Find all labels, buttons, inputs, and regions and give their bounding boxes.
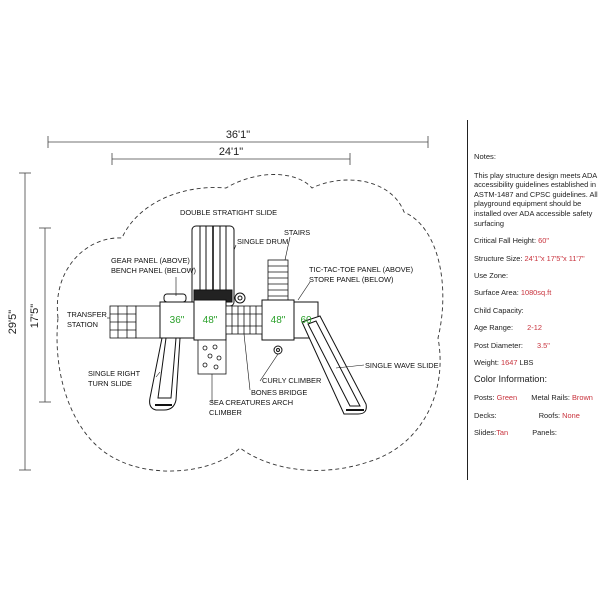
stairs (267, 259, 289, 305)
color-label: Roofs: (538, 410, 561, 420)
color-value: Green (496, 393, 518, 403)
spec-value: 1080sq.ft (520, 288, 552, 298)
notes-text: This play structure design meets ADA acc… (474, 170, 598, 228)
panel-divider (467, 120, 468, 480)
spec-label: Post Diameter: (474, 340, 523, 350)
label-bones-bridge: BONES BRIDGE (251, 388, 307, 397)
color-label: Posts: (474, 393, 495, 403)
color-label: Decks: (474, 410, 497, 420)
label-tic-tac-toe-panel: TIC-TAC-TOE PANEL (ABOVE) (309, 265, 413, 274)
spec-post-diameter: Post Diameter: 3.5" (474, 341, 598, 351)
spec-label: Surface Area: (474, 288, 519, 298)
spec-label: Critical Fall Height: (474, 236, 537, 246)
spec-critical-fall-height: Critical Fall Height: 60" (474, 236, 598, 246)
spec-label: Weight: (474, 357, 499, 367)
color-value: Brown (571, 393, 593, 403)
color-row-slides-panels: Slides:Tan Panels: (474, 428, 598, 438)
spec-value: 60" (538, 236, 549, 246)
spec-unit: LBS (519, 357, 534, 367)
spec-use-zone: Use Zone: (474, 271, 598, 281)
leader-lines (107, 236, 365, 403)
color-information-title: Color Information: (474, 374, 548, 385)
label-single-drum: SINGLE DRUM (237, 237, 288, 246)
spec-structure-size: Structure Size: 24'1"x 17'5"x 11'7" (474, 254, 598, 264)
deck-48-left (193, 299, 227, 341)
spec-value: 24'1"x 17'5"x 11'7" (524, 253, 585, 263)
label-store-panel: STORE PANEL (BELOW) (309, 275, 393, 284)
overall-depth-dimension: 29'5" (7, 310, 19, 334)
color-label: Slides: (474, 428, 497, 438)
spec-child-capacity: Child Capacity: (474, 306, 598, 316)
deck-height-label: 36" (170, 315, 185, 326)
label-sea-creatures-arch-climber: SEA CREATURES ARCH (209, 398, 293, 407)
spec-weight: Weight: 1647 LBS (474, 358, 598, 368)
deck-height-label: 60 (300, 315, 312, 326)
label-gear-panel: GEAR PANEL (ABOVE) (111, 256, 190, 265)
bones-bridge (225, 305, 263, 335)
deck-height-label: 48" (203, 315, 218, 326)
overall-width-dimension: 36'1" (226, 129, 250, 141)
color-label: Metal Rails: (531, 393, 570, 403)
color-label: Panels: (532, 428, 557, 438)
label-double-straight-slide: DOUBLE STRATIGHT SLIDE (180, 208, 277, 217)
color-value: None (562, 410, 580, 420)
deck-48-right (261, 299, 295, 341)
spec-value: 2-12 (527, 323, 542, 333)
label-transfer-station: STATION (67, 320, 98, 329)
decks (159, 293, 319, 341)
single-wave-slide (301, 315, 367, 415)
spec-value: 1647 (500, 357, 518, 367)
specifications-panel: Notes: This play structure design meets … (474, 152, 598, 445)
spec-label: Child Capacity: (474, 305, 524, 315)
label-single-wave-slide: SINGLE WAVE SLIDE (365, 361, 439, 370)
label-single-right-turn-slide: SINGLE RIGHT (88, 369, 141, 378)
label-stairs: STAIRS (284, 228, 310, 237)
spec-label: Use Zone: (474, 270, 509, 280)
use-zone-outline (56, 174, 444, 472)
curly-climber (273, 345, 283, 355)
color-row-decks-roofs: Decks: Roofs: None (474, 411, 598, 421)
spec-label: Structure Size: (474, 253, 523, 263)
structure-width-dimension: 24'1" (219, 146, 243, 158)
label-transfer-station: TRANSFER (67, 310, 107, 319)
spec-label: Age Range: (474, 323, 514, 333)
label-bench-panel: BENCH PANEL (BELOW) (111, 266, 196, 275)
label-curly-climber: CURLY CLIMBER (262, 376, 321, 385)
sea-creatures-arch-climber (197, 339, 227, 375)
color-value: Tan (496, 428, 509, 438)
color-row-posts-rails: Posts: Green Metal Rails: Brown (474, 393, 598, 403)
transfer-station (109, 305, 161, 339)
deck-height-label: 48" (271, 315, 286, 326)
playground-site-plan: 36'1" 24'1" 29'5" 17'5" (7, 129, 444, 472)
spec-age-range: Age Range: 2-12 (474, 323, 598, 333)
single-right-turn-slide (149, 337, 181, 411)
spec-value: 3.5" (537, 340, 550, 350)
dimension-lines (19, 136, 429, 471)
structure-depth-dimension: 17'5" (29, 304, 41, 328)
spec-surface-area: Surface Area: 1080sq.ft (474, 288, 598, 298)
label-single-right-turn-slide: TURN SLIDE (88, 379, 132, 388)
label-sea-creatures-arch-climber: CLIMBER (209, 408, 242, 417)
notes-heading: Notes: (474, 152, 496, 161)
double-straight-slide (191, 225, 235, 307)
single-drum (234, 292, 246, 304)
